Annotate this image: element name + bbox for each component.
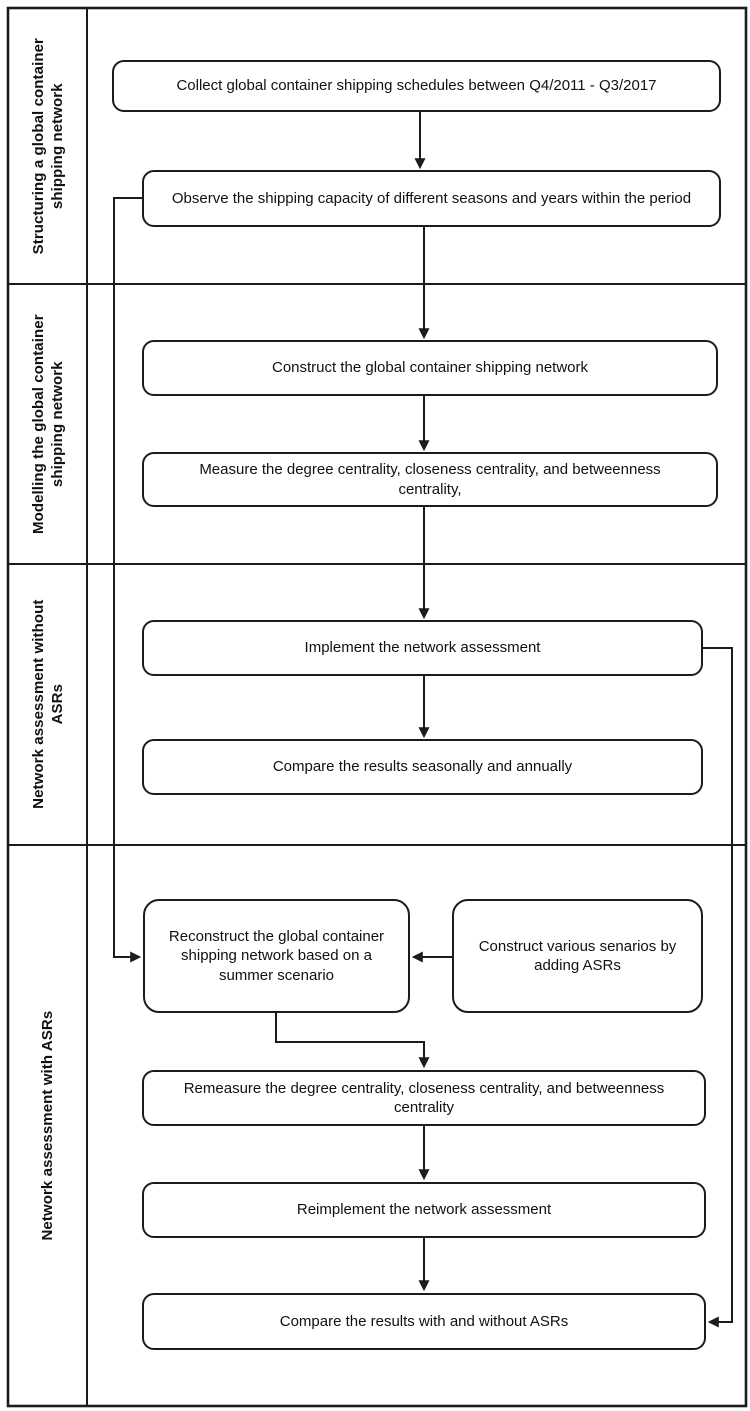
node-remeasure-centrality: Remeasure the degree centrality, closene… <box>142 1070 706 1126</box>
lane-label: Structuring a global container shipping … <box>29 37 66 255</box>
node-implement-assessment: Implement the network assessment <box>142 620 703 676</box>
lane-label: Network assessment without ASRs <box>29 599 66 810</box>
connector-reconstruct-remeasure <box>275 1013 430 1069</box>
lane-label: Network assessment with ASRs <box>38 1010 56 1241</box>
lane-structuring-network: Structuring a global container shipping … <box>8 8 87 284</box>
lane-label: Modelling the global container shipping … <box>29 314 66 534</box>
node-compare-with-without-asrs: Compare the results with and without ASR… <box>142 1293 706 1350</box>
lane-assessment-with-asrs: Network assessment with ASRs <box>8 845 87 1406</box>
node-measure-centrality: Measure the degree centrality, closeness… <box>142 452 718 507</box>
connector-implement-compareasr <box>703 647 733 1328</box>
connector-observe-reconstruct <box>113 197 142 963</box>
lane-modelling-network: Modelling the global container shipping … <box>8 284 87 564</box>
outer-border <box>6 6 748 1408</box>
node-reimplement-assessment: Reimplement the network assessment <box>142 1182 706 1238</box>
node-reconstruct-network: Reconstruct the global container shippin… <box>143 899 410 1013</box>
node-compare-seasonally: Compare the results seasonally and annua… <box>142 739 703 795</box>
node-construct-scenarios: Construct various senarios by adding ASR… <box>452 899 703 1013</box>
lane-assessment-without-asrs: Network assessment without ASRs <box>8 564 87 845</box>
node-construct-network: Construct the global container shipping … <box>142 340 718 396</box>
node-collect-schedules: Collect global container shipping schedu… <box>112 60 721 112</box>
node-observe-capacity: Observe the shipping capacity of differe… <box>142 170 721 227</box>
